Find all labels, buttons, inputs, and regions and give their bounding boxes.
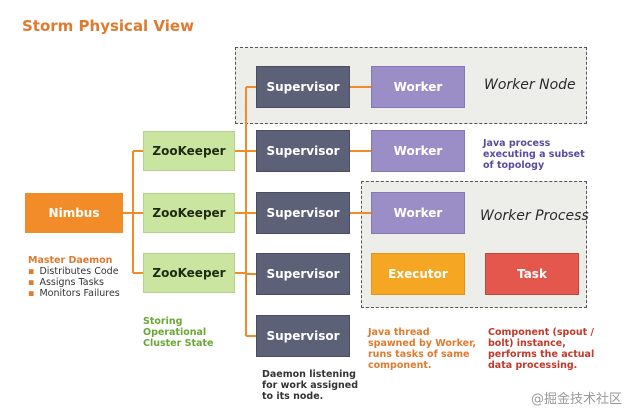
page-title: Storm Physical View	[22, 17, 194, 35]
supervisor-box-4: Supervisor	[256, 253, 350, 295]
wrk-note-line-3: of topology	[483, 160, 545, 171]
zk-note-line-2: Operational	[143, 327, 207, 338]
supervisor-daemon-note: Daemon listening for work assigned to it…	[262, 369, 358, 402]
wrk-note-line-2: executing a subset	[483, 149, 585, 160]
worker-node-label: Worker Node	[484, 77, 576, 93]
exe-note-line-2: spawned by Worker,	[368, 338, 477, 349]
sup-note-line-2: for work assigned	[262, 380, 359, 391]
sup-note-line-3: to its node.	[262, 391, 324, 402]
task-note-line-3: performs the actual	[488, 349, 595, 360]
task-note-line-4: data processing.	[488, 360, 578, 371]
watermark: @掘金技术社区	[530, 392, 622, 407]
sup-note-line-1: Daemon listening	[262, 369, 356, 380]
worker-box-3: Worker	[371, 192, 465, 234]
master-daemon-heading: Master Daemon	[28, 255, 113, 266]
zk-note-line-3: Cluster State	[143, 338, 214, 349]
task-box: Task	[485, 253, 579, 295]
zookeeper-box-2: ZooKeeper	[143, 193, 235, 233]
exe-note-line-1: Java thread	[368, 327, 430, 338]
nimbus-box: Nimbus	[25, 193, 123, 233]
supervisor-box-2: Supervisor	[256, 130, 350, 172]
master-daemon-bullets: Distributes Code Assigns Tasks Monitors …	[28, 266, 120, 299]
worker-java-process-note: Java process executing a subset of topol…	[483, 138, 585, 171]
task-note-line-2: bolt) instance,	[488, 338, 566, 349]
zookeeper-box-3: ZooKeeper	[143, 253, 235, 293]
zookeeper-box-1: ZooKeeper	[143, 131, 235, 171]
zookeeper-storage-note: Storing Operational Cluster State	[143, 316, 213, 349]
worker-box-1: Worker	[371, 66, 465, 108]
bullet-monitors-failures: Monitors Failures	[28, 288, 119, 299]
bullet-distributes-code: Distributes Code	[28, 266, 120, 277]
supervisor-box-1: Supervisor	[256, 66, 350, 108]
task-component-note: Component (spout / bolt) instance, perfo…	[488, 327, 594, 371]
exe-note-line-3: runs tasks of same	[368, 349, 470, 360]
executor-java-thread-note: Java thread spawned by Worker, runs task…	[368, 327, 476, 371]
worker-process-label: Worker Process	[480, 208, 589, 224]
master-daemon-note: Master Daemon Distributes Code Assigns T…	[28, 255, 120, 299]
supervisor-box-3: Supervisor	[256, 192, 350, 234]
bullet-assigns-tasks: Assigns Tasks	[28, 277, 120, 288]
exe-note-line-4: component.	[368, 360, 432, 371]
wrk-note-line-1: Java process	[483, 138, 551, 149]
task-note-line-1: Component (spout /	[488, 327, 594, 338]
supervisor-box-5: Supervisor	[256, 315, 350, 357]
executor-box: Executor	[371, 253, 465, 295]
worker-box-2: Worker	[371, 130, 465, 172]
zk-note-line-1: Storing	[143, 316, 183, 327]
